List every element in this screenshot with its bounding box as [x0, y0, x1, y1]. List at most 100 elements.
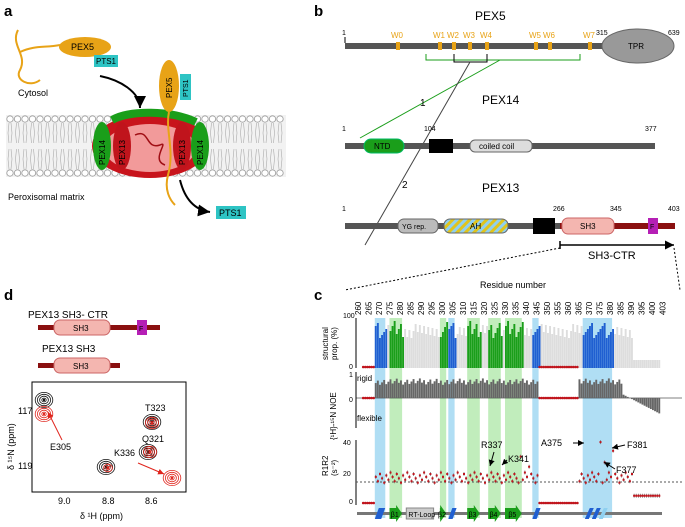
wmotif-w5: [534, 42, 538, 50]
struct-bar: [633, 360, 635, 368]
r1r2-point: [381, 477, 384, 480]
lipid-tail: [210, 122, 215, 144]
lipid-head: [73, 169, 82, 177]
r1r2-point: [521, 478, 524, 481]
noe-bar: [612, 380, 614, 398]
lipid-tail: [262, 122, 268, 144]
pts1-matrix: [216, 206, 246, 219]
lipid-head: [43, 115, 52, 123]
pex13-end: 403: [668, 206, 680, 213]
r1r2-point: [618, 481, 621, 484]
lipid-head: [261, 169, 269, 177]
struct-bar: [446, 322, 449, 368]
r1r2-point: [620, 474, 623, 477]
r1r2-unassigned: [559, 501, 562, 505]
r1r2-unassigned: [555, 501, 558, 505]
pex13-ah: [443, 218, 509, 234]
r1r2-point: [530, 473, 533, 475]
lipid-head: [231, 169, 239, 177]
noe-bar: [389, 379, 392, 398]
noe-unassigned: [559, 396, 562, 400]
r1r2-point: [412, 473, 415, 475]
struct-unassigned: [546, 365, 550, 369]
r1r2-unassigned: [548, 501, 552, 505]
pex5-title: PEX5: [475, 9, 506, 23]
noe-bar: [528, 384, 530, 398]
construct-2-label: PEX13 SH3: [42, 344, 96, 355]
struct-bar: [639, 360, 642, 368]
r1r2-unassigned: [563, 501, 567, 505]
struct-bar: [410, 338, 413, 368]
noe-bar: [439, 380, 442, 398]
struct-unassigned: [557, 365, 560, 369]
struct-bar: [500, 336, 503, 368]
residue-tick-270: 270: [375, 301, 384, 315]
lipid-tail: [82, 122, 88, 144]
struct-unassigned: [574, 365, 577, 369]
noe-bar: [614, 384, 617, 398]
strand-label-b3: β3: [469, 512, 477, 519]
lipid-head: [13, 169, 22, 177]
lipid-head: [231, 115, 239, 123]
struct-bar: [513, 324, 516, 368]
r1r2-point: [658, 494, 661, 497]
residue-tick-280: 280: [396, 301, 405, 315]
struct-bar: [649, 360, 652, 368]
residue-tick-390: 390: [627, 301, 636, 315]
lipid-head: [88, 115, 97, 123]
r1r2-point: [610, 475, 612, 478]
residue-tick-360: 360: [564, 301, 573, 315]
wmotif-label-w6: W6: [543, 31, 556, 40]
lipid-head: [208, 169, 217, 177]
struct-bar: [523, 335, 526, 368]
struct-bar: [580, 326, 583, 368]
pex14-left-label: PEX14: [98, 140, 107, 165]
r1r2-point: [513, 473, 516, 475]
struct-bar: [488, 330, 491, 368]
pex14-right: [191, 122, 209, 170]
struct-bar: [654, 360, 656, 368]
noe-bar: [578, 379, 581, 398]
struct-bar: [475, 324, 478, 368]
struct-bar: [597, 332, 600, 368]
helix-band: [532, 318, 539, 518]
struct-bar: [467, 326, 470, 368]
struct-bar: [586, 329, 589, 368]
r1r2-point: [395, 473, 398, 475]
r1r2-unassigned: [561, 501, 564, 505]
residue-tick-335: 335: [512, 301, 521, 315]
struct-bar: [589, 326, 591, 368]
r1r2-point: [515, 477, 518, 480]
lipid-head: [103, 115, 112, 123]
pex13-tmd-label: TMD: [534, 224, 549, 231]
hsqc-peaks: [34, 391, 182, 486]
noe-bar: [649, 398, 652, 409]
struct-bar: [614, 334, 617, 368]
pex5-tail: [15, 29, 41, 85]
r1r2-point: [452, 474, 455, 477]
noe-bar: [450, 381, 453, 398]
peak-red-center: [106, 466, 110, 470]
r1r2-point: [442, 475, 444, 478]
lipid-tail: [45, 148, 50, 170]
struct-bar: [591, 323, 593, 368]
struct-unassigned: [565, 365, 569, 369]
construct-1-sh3: [53, 319, 111, 336]
r1r2-point: [589, 478, 591, 481]
struct-unassigned: [563, 365, 567, 369]
pex14-104: 104: [424, 126, 436, 133]
lipid-head: [21, 169, 29, 177]
noe-bar: [502, 380, 505, 398]
noe-bar: [582, 381, 585, 398]
struct-unassigned: [370, 365, 373, 369]
pex13-yg: [397, 218, 439, 234]
pex5-315: 315: [596, 30, 608, 37]
peak-red-center: [150, 421, 154, 425]
r1r2-point: [532, 477, 535, 480]
struct-bar: [473, 329, 476, 368]
noe-bar: [517, 383, 520, 398]
r1r2-unassigned: [538, 501, 541, 505]
noe-bar: [593, 382, 596, 398]
r1r2-point: [446, 473, 449, 475]
noe-unassigned: [576, 396, 579, 400]
